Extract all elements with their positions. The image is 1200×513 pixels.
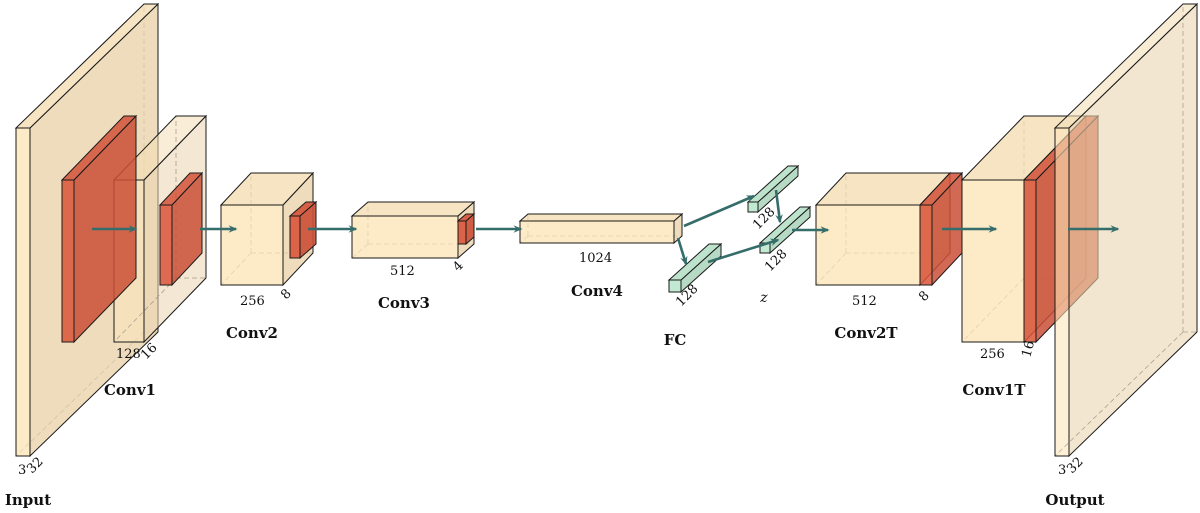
p-conv1-front-face — [159, 204, 173, 286]
arrows — [92, 189, 1120, 266]
conv1t-channels-label: 256 — [980, 347, 1005, 362]
conv1-label: Conv1 — [104, 381, 156, 399]
conv1t-label: Conv1T — [962, 381, 1026, 399]
flow-arrow — [774, 189, 783, 224]
conv4-pool — [456, 212, 476, 246]
b-output-front-face — [1054, 127, 1070, 457]
p-conv2t-front-face — [919, 204, 933, 286]
conv2t-size-label: 8 — [916, 288, 932, 304]
conv3-size-label: 4 — [450, 258, 466, 274]
b-conv4-top-face — [518, 213, 684, 222]
conv3-label: Conv3 — [378, 294, 430, 312]
fc-bar-1 — [667, 242, 723, 294]
input-size-label: 32 — [24, 455, 46, 477]
conv3-block — [350, 200, 476, 260]
b-fc1-front-face — [668, 279, 682, 293]
p-input-front-face — [61, 179, 75, 343]
conv1-channels-label: 128 — [116, 347, 141, 362]
p-conv2-front-face — [289, 215, 301, 259]
conv2-pool — [158, 171, 204, 287]
conv3-channels-label: 512 — [390, 264, 415, 279]
p-conv3-front-face — [457, 220, 467, 245]
z-label: z — [759, 290, 768, 306]
flow-arrow — [707, 238, 780, 264]
flow-arrow — [676, 237, 688, 266]
conv1t-size-label: 16 — [1019, 339, 1038, 359]
input-label: Input — [5, 491, 51, 509]
z-bar-upper — [746, 164, 800, 214]
b-conv3-front-face — [351, 215, 459, 259]
b-fc2-front-face — [747, 201, 759, 213]
conv2-label: Conv2 — [226, 324, 278, 342]
b-conv3-top-face — [350, 201, 476, 217]
b-conv2t-front-face — [815, 204, 921, 286]
p-conv1t-front-face — [1023, 179, 1037, 343]
output-size-label: 32 — [1064, 455, 1086, 477]
conv2-size-label: 8 — [278, 286, 294, 302]
output-block — [1053, 2, 1199, 458]
b-conv4-front-face — [519, 220, 675, 244]
fc-label: FC — [664, 331, 687, 349]
input-channels-label: 3 — [18, 463, 26, 478]
conv4-block — [518, 212, 684, 245]
conv2t-channels-label: 512 — [852, 294, 877, 309]
conv4-label: Conv4 — [571, 282, 623, 300]
b-conv2-front-face — [220, 204, 284, 286]
b-conv1t-front-face — [961, 179, 1025, 343]
output-label: Output — [1045, 491, 1104, 509]
conv2t-label: Conv2T — [834, 324, 898, 342]
b-input-front-face — [15, 127, 31, 457]
flow-arrow — [683, 194, 756, 228]
output-channels-label: 3 — [1058, 463, 1066, 478]
conv4-channels-label: 1024 — [579, 251, 612, 266]
conv2-channels-label: 256 — [240, 294, 265, 309]
